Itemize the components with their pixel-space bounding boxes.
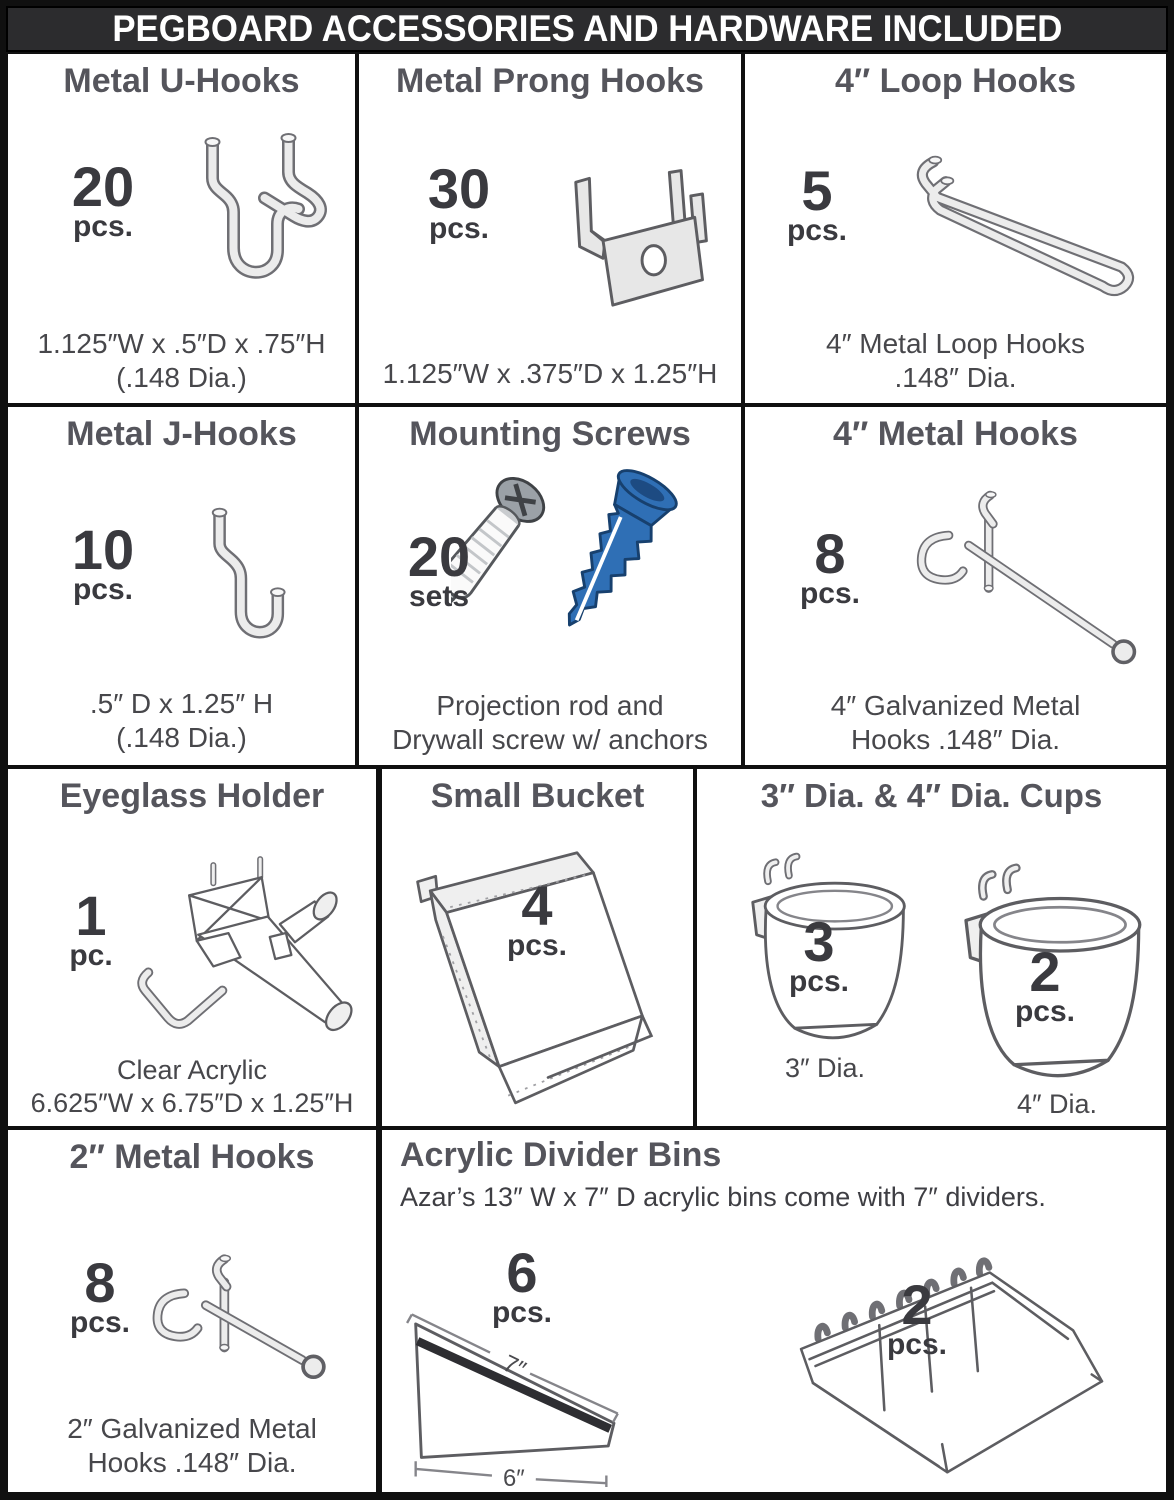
cell-title: Mounting Screws [409, 415, 691, 453]
drywall-screw [451, 477, 546, 646]
metal-hook-4in-illustration [916, 490, 1137, 665]
screw-and-anchor-illustration [451, 469, 678, 646]
cell-subtitle: Azar’s 13″ W x 7″ D acrylic bins come wi… [400, 1182, 1046, 1212]
quantity: 8 pcs. [780, 522, 880, 611]
quantity-unit: pc. [69, 939, 113, 973]
u-hook-illustration [204, 133, 327, 279]
quantity-3in-cup: 3 pcs. [769, 910, 869, 999]
quantity-dividers: 6 pcs. [467, 1241, 577, 1330]
dimensions-text: Clear Acrylic 6.625″W x 6.75″D x 1.25″H [30, 1055, 354, 1119]
quantity-number: 5 [801, 159, 833, 222]
quantity-unit: pcs. [428, 212, 490, 246]
cell-small-bucket: Small Bucket 4 pcs. [382, 769, 693, 1126]
quantity: 30 pcs. [404, 157, 514, 246]
cell-mounting-screws: Mounting Screws 20 sets [359, 407, 741, 765]
dimensions-text: 1.125″W x .375″D x 1.25″H [382, 357, 718, 389]
divider-bin-illustration [799, 1257, 1104, 1474]
quantity: 20 pcs. [48, 155, 158, 244]
quantity-unit: pcs. [69, 1306, 131, 1340]
quantity-number: 10 [71, 518, 135, 581]
cell-metal-hooks-2in: 2″ Metal Hooks 8 pcs. 2″ Galvanized Meta… [8, 1130, 376, 1492]
cup-3in-illustration [751, 852, 906, 1040]
cell-metal-u-hooks: Metal U-Hooks 20 pcs. 1.125″W x .5″D x .… [8, 54, 355, 403]
quantity-unit: pcs. [786, 214, 848, 248]
cell-title: Metal Prong Hooks [396, 62, 704, 100]
quantity: 20 sets [384, 525, 494, 614]
cell-metal-j-hooks: Metal J-Hooks 10 pcs. .5″ D x 1.25″ H (.… [8, 407, 355, 765]
divider-bottom-dim: 6″ [503, 1465, 525, 1487]
quantity-unit: pcs. [799, 577, 861, 611]
cell-metal-prong-hooks: Metal Prong Hooks 30 pcs. 1.125″W x .375… [359, 54, 741, 403]
cell-acrylic-divider-bins: Acrylic Divider Bins Azar’s 13″ W x 7″ D… [382, 1130, 1166, 1492]
quantity-number: 20 [71, 155, 135, 218]
j-hook-illustration [211, 507, 286, 639]
cell-title: Metal U-Hooks [63, 62, 300, 100]
header-title: PEGBOARD ACCESSORIES AND HARDWARE INCLUD… [111, 8, 1063, 49]
eyeglass-holder-illustration [137, 856, 353, 1032]
dimensions-text: 1.125″W x .5″D x .75″H (.148 Dia.) [37, 327, 326, 393]
cell-title: Metal J-Hooks [66, 415, 297, 453]
dimensions-text: 2″ Galvanized Metal Hooks .148″ Dia. [67, 1412, 317, 1478]
small-bucket-illustration [416, 851, 654, 1105]
quantity-number: 4 [521, 874, 553, 937]
cell-cups: 3″ Dia. & 4″ Dia. Cups 3 pcs. 2 pcs. [697, 769, 1166, 1126]
cell-title: 4″ Metal Hooks [833, 415, 1078, 453]
cell-title: 2″ Metal Hooks [69, 1138, 315, 1176]
quantity-unit: pcs. [886, 1328, 948, 1362]
divider-panel-illustration: 7″ 6″ [406, 1313, 619, 1487]
cell-title: Acrylic Divider Bins [400, 1136, 722, 1174]
metal-hook-2in-illustration [152, 1254, 326, 1380]
quantity-unit: sets [408, 580, 470, 614]
quantity-unit: pcs. [72, 573, 134, 607]
wall-anchor [567, 469, 678, 627]
cup-4in-label: 4″ Dia. [1016, 1089, 1098, 1119]
dimensions-text: 4″ Galvanized Metal Hooks .148″ Dia. [830, 689, 1081, 755]
header-bar: PEGBOARD ACCESSORIES AND HARDWARE INCLUD… [6, 6, 1168, 52]
cell-title: 3″ Dia. & 4″ Dia. Cups [760, 777, 1103, 814]
quantity: 10 pcs. [48, 518, 158, 607]
prong-hook-illustration [574, 169, 708, 307]
quantity-number: 20 [407, 525, 471, 588]
quantity-unit: pcs. [506, 929, 568, 963]
cell-eyeglass-holder: Eyeglass Holder 1 pc. Clear Acrylic 6.62… [8, 769, 376, 1126]
dimensions-text: .5″ D x 1.25″ H (.148 Dia.) [89, 687, 274, 753]
quantity-bins: 2 pcs. [862, 1273, 972, 1362]
quantity-number: 2 [1029, 940, 1061, 1003]
quantity-number: 30 [427, 157, 491, 220]
quantity: 1 pc. [46, 884, 136, 973]
quantity-unit: pcs. [491, 1296, 553, 1330]
dimensions-text: 4″ Metal Loop Hooks .148″ Dia. [826, 327, 1085, 393]
cell-title: Small Bucket [430, 777, 645, 815]
quantity-unit: pcs. [788, 965, 850, 999]
quantity-number: 6 [506, 1241, 538, 1304]
cell-title: Eyeglass Holder [59, 777, 325, 815]
cell-loop-hooks: 4″ Loop Hooks 5 pcs. 4″ Metal Loop Hooks… [745, 54, 1166, 403]
loop-hook-illustration [916, 155, 1135, 297]
quantity-number: 2 [901, 1273, 933, 1336]
quantity: 4 pcs. [482, 874, 592, 963]
item-description: Projection rod and Drywall screw w/ anch… [392, 689, 708, 755]
bin-pegs [814, 1257, 993, 1343]
quantity-number: 3 [803, 910, 835, 973]
quantity-unit: pcs. [1014, 995, 1076, 1029]
cup-3in-label: 3″ Dia. [784, 1053, 866, 1083]
cell-title: 4″ Loop Hooks [834, 62, 1077, 100]
quantity: 8 pcs. [50, 1251, 150, 1340]
cell-metal-hooks-4in: 4″ Metal Hooks 8 pcs. 4″ Galvanized Meta… [745, 407, 1166, 765]
quantity-number: 1 [75, 884, 107, 947]
quantity-number: 8 [814, 522, 846, 585]
quantity-unit: pcs. [72, 210, 134, 244]
cup-4in-illustration [964, 863, 1142, 1078]
quantity: 5 pcs. [767, 159, 867, 248]
quantity-number: 8 [84, 1251, 116, 1314]
quantity-4in-cup: 2 pcs. [995, 940, 1095, 1029]
